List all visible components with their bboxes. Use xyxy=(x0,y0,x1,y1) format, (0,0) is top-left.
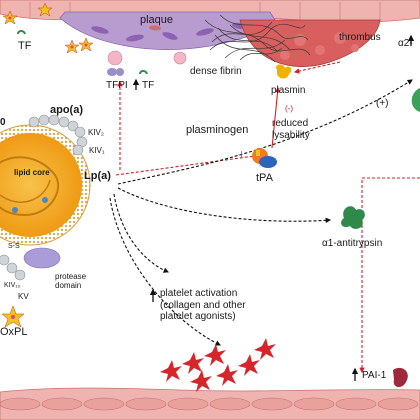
protease-domain-icon xyxy=(23,247,61,269)
partial-label-0: 0 xyxy=(0,117,6,128)
kiv2-label: KIV₂ xyxy=(88,128,104,137)
oxpl-star-icon xyxy=(37,2,53,17)
red-connectors xyxy=(115,61,420,374)
lpa-particle xyxy=(0,124,91,246)
platelet-icon xyxy=(160,360,182,382)
lpa-label: Lp(a) xyxy=(84,170,111,182)
platelet-icon xyxy=(216,364,238,386)
oxpl-star-icon xyxy=(64,39,80,54)
platelet-icon xyxy=(190,370,212,392)
oxpl-label: OxPL xyxy=(0,326,28,338)
thrombus-label: thrombus xyxy=(339,32,381,43)
disulfide-label: S-S xyxy=(8,243,20,250)
platelet-icon xyxy=(238,354,260,376)
tf-label-left: TF xyxy=(18,40,32,52)
inhibit-mark: -| xyxy=(238,150,243,159)
negative-effect-label: (-) xyxy=(285,104,293,113)
tpa-label: tPA xyxy=(256,172,273,184)
platelet-icon xyxy=(204,344,226,366)
dense-fibrin-label: dense fibrin xyxy=(190,66,242,77)
platelet-activation-label: platelet activation (collagen and other … xyxy=(160,288,246,322)
kiv1-label: KIV₁ xyxy=(89,146,105,155)
platelet-icon xyxy=(254,338,276,360)
bottom-vessel-wall xyxy=(0,387,420,420)
tf-icon xyxy=(17,30,26,35)
reduced-lysability-label: reduced lysability xyxy=(272,118,310,141)
plaque-label: plaque xyxy=(140,14,174,26)
oxpl-star-icon xyxy=(2,10,18,25)
tfpi-label: TFPI xyxy=(106,80,128,91)
platelet-cluster xyxy=(160,338,276,392)
a1-antitrypsin-label: α1-antitrypsin xyxy=(322,238,383,249)
protease-domain-label: protease domain xyxy=(55,272,87,291)
lipid-core-label: lipid core xyxy=(14,168,50,177)
platelet-icon xyxy=(173,51,187,65)
tf-label-mid: TF xyxy=(142,80,155,91)
black-connectors xyxy=(109,79,413,346)
positive-effect-label: (+) xyxy=(376,98,389,109)
plaque-shape xyxy=(59,11,276,50)
apo-a-label: apo(a) xyxy=(50,104,83,116)
a2-label: α2- xyxy=(398,38,413,49)
plasmin-label: plasmin xyxy=(271,85,306,96)
platelet-icon xyxy=(182,352,204,374)
pai1-label: PAI-1 xyxy=(362,370,387,381)
oxpl-star-icon xyxy=(78,37,94,52)
apo-a-lower-kringles xyxy=(0,254,26,281)
apo-a-kringles xyxy=(28,114,88,156)
thrombus-mass xyxy=(239,19,381,67)
a2-antiplasmin-icon xyxy=(411,88,420,112)
kv-label: KV xyxy=(18,292,29,301)
plasminogen-label: plasminogen xyxy=(186,124,249,136)
plasmin-icon xyxy=(276,64,292,79)
tpa-icon xyxy=(252,148,277,168)
oxpl-star-icon xyxy=(1,305,25,328)
tfpi-icon xyxy=(107,68,124,76)
dense-fibrin-mesh xyxy=(204,14,311,63)
antitrypsin-icon xyxy=(341,206,365,229)
increase-arrows xyxy=(132,34,415,381)
tf-icon xyxy=(139,70,148,75)
pai1-icon xyxy=(393,367,408,388)
platelet-icon xyxy=(107,50,123,66)
kiv10-label: KIV₁₀ xyxy=(4,282,21,289)
